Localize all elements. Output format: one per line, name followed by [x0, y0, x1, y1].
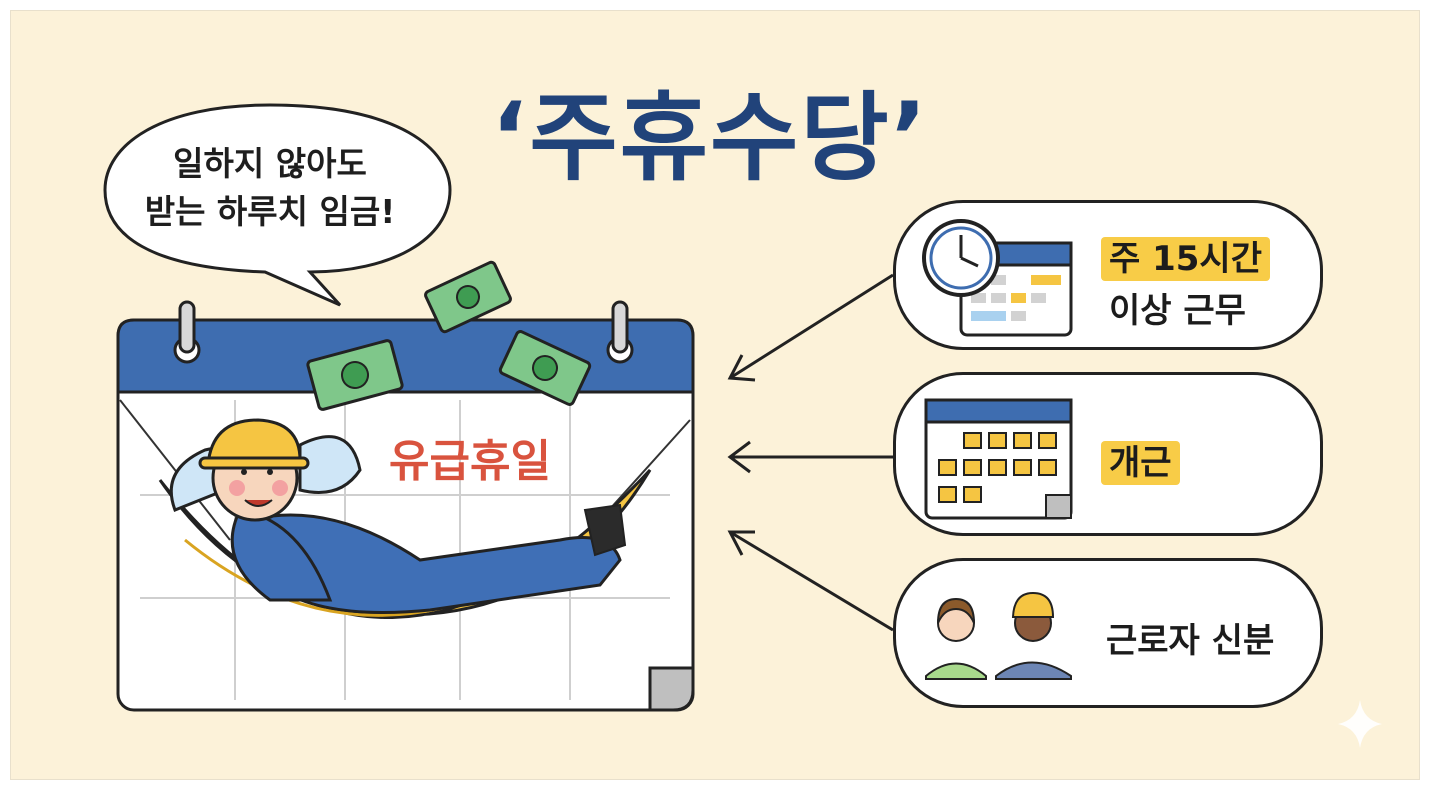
condition-attendance-label: 개근 — [1101, 441, 1180, 485]
checked-calendar-icon — [924, 398, 1073, 520]
arrow-to-calendar — [727, 440, 893, 474]
condition-hours-line1: 주 15시간 — [1101, 237, 1270, 281]
condition-hours-line2: 이상 근무 — [1109, 291, 1246, 331]
condition-worker-label: 근로자 신분 — [1106, 621, 1275, 661]
relaxing-worker-illustration — [169, 418, 627, 614]
money-bill-icon — [498, 330, 592, 406]
arrow-to-calendar — [727, 273, 894, 382]
sparkle-icon — [1338, 700, 1382, 748]
condition-card-hours: 주 15시간 이상 근무 — [893, 200, 1323, 350]
condition-card-worker: 근로자 신분 — [893, 558, 1323, 708]
paid-holiday-label: 유급휴일 — [389, 436, 551, 487]
page-title: ‘주휴수당’ — [490, 82, 930, 194]
speech-bubble-text: 일하지 않아도 받는 하루치 임금! — [120, 140, 420, 236]
money-bill-icon — [424, 260, 512, 334]
arrow-to-calendar — [727, 530, 894, 632]
speech-bubble — [103, 103, 452, 307]
calendar-ring-right — [606, 300, 634, 364]
clock-calendar-icon — [922, 219, 1073, 337]
workers-icon — [925, 591, 1072, 680]
speech-line-2: 받는 하루치 임금! — [144, 192, 396, 231]
money-bill-icon — [306, 339, 404, 411]
speech-line-1: 일하지 않아도 — [173, 144, 367, 183]
calendar-ring-left — [173, 300, 201, 364]
condition-card-attendance: 개근 — [893, 372, 1323, 536]
calendar-icon — [116, 300, 695, 712]
